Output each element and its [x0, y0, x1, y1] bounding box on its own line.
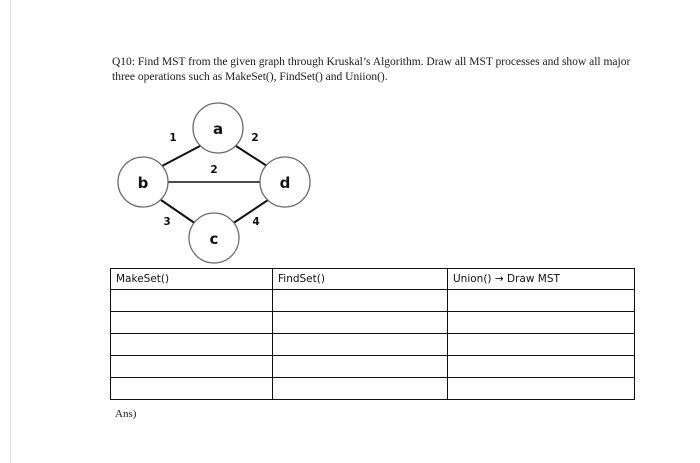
table-header-makeset: MakeSet()	[110, 268, 273, 290]
edge-weight-a-b: 1	[169, 132, 176, 144]
table-cell-makeset[interactable]	[110, 333, 273, 356]
table-cell-findset[interactable]	[272, 289, 448, 312]
graph-node-label-b: b	[138, 174, 149, 192]
table-cell-findset[interactable]	[272, 355, 448, 378]
edge-weight-c-d: 4	[252, 216, 259, 228]
table-cell-findset[interactable]	[272, 311, 448, 334]
edge-a-d	[235, 145, 268, 167]
edge-b-c	[160, 199, 197, 225]
operations-table: MakeSet() FindSet() Union() → Draw MST	[110, 268, 635, 400]
table-row	[110, 333, 635, 356]
table-header-row: MakeSet() FindSet() Union() → Draw MST	[110, 268, 635, 290]
graph-node-label-c: c	[210, 230, 219, 248]
table-cell-union[interactable]	[447, 333, 635, 356]
graph-edges	[160, 145, 269, 225]
graph-node-a	[192, 102, 244, 154]
table-cell-makeset[interactable]	[110, 377, 273, 400]
graph-node-b	[117, 156, 169, 208]
graph-nodes	[117, 102, 311, 264]
table-cell-union[interactable]	[447, 311, 635, 334]
graph-node-label-d: d	[280, 174, 291, 192]
table-cell-makeset[interactable]	[110, 355, 273, 378]
table-row	[110, 311, 635, 334]
graph-node-c	[188, 212, 240, 264]
table-cell-union[interactable]	[447, 355, 635, 378]
graph-edge-weights: 1 2 2 3 4	[163, 132, 259, 228]
table-cell-findset[interactable]	[272, 377, 448, 400]
table-cell-union[interactable]	[447, 289, 635, 312]
edge-weight-b-c: 3	[163, 216, 170, 228]
table-cell-makeset[interactable]	[110, 311, 273, 334]
edge-weight-a-d: 2	[251, 132, 258, 144]
graph-node-labels: a b d c	[138, 120, 291, 248]
edge-c-d	[231, 199, 269, 225]
table-header-union-draw-mst: Union() → Draw MST	[447, 268, 635, 290]
table-header-findset: FindSet()	[272, 268, 448, 290]
edge-weight-b-d: 2	[210, 164, 217, 176]
edge-a-b	[161, 145, 201, 167]
question-text: Q10: Find MST from the given graph throu…	[112, 56, 631, 83]
page-gutter-line	[10, 0, 11, 463]
table-row	[110, 377, 635, 400]
graph-node-label-a: a	[213, 120, 223, 138]
answer-label: Ans)	[115, 408, 137, 420]
graph-figure: a b d c 1 2 2 3 4	[105, 96, 335, 268]
table-row	[110, 289, 635, 312]
table-row	[110, 355, 635, 378]
table-cell-makeset[interactable]	[110, 289, 273, 312]
table-cell-union[interactable]	[447, 377, 635, 400]
table-cell-findset[interactable]	[272, 333, 448, 356]
graph-svg: a b d c 1 2 2 3 4	[117, 102, 311, 264]
graph-node-d	[259, 156, 311, 208]
